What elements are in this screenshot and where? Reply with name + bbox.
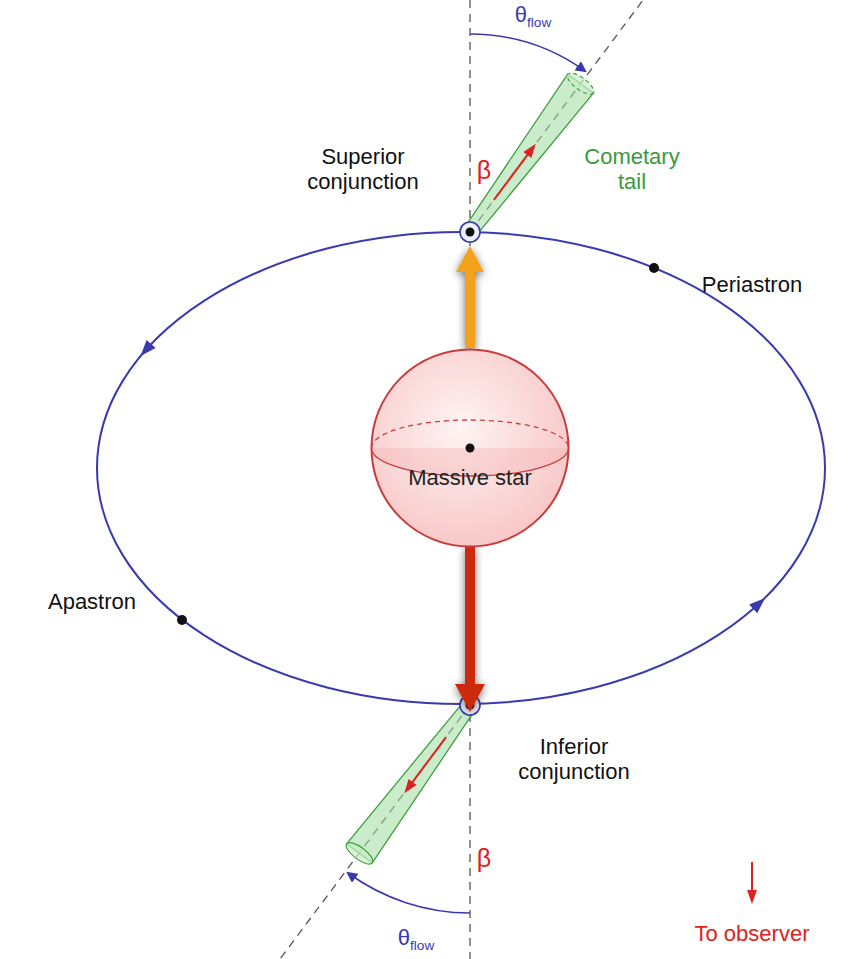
annotation-label: Cometary tail <box>577 145 687 194</box>
observer-arrow-head <box>747 890 757 904</box>
orbit-ellipse <box>97 232 825 704</box>
orbit-direction-arrow <box>141 340 156 356</box>
star-centre <box>466 444 475 453</box>
angle-arc <box>470 34 585 71</box>
photon-arrow <box>456 246 484 348</box>
cometary-tail <box>457 69 597 241</box>
star-circle: Massive star <box>370 348 570 548</box>
star-outline <box>372 350 569 547</box>
annotation-label: Superior conjunction <box>293 145 433 194</box>
annotation-label: β <box>472 844 496 872</box>
angle-label: θflow <box>493 3 573 30</box>
star-shape <box>370 348 570 548</box>
annotation-label: To observer <box>672 922 832 947</box>
annotation-label: Inferior conjunction <box>504 735 644 784</box>
photon-arrow <box>455 546 485 712</box>
observer-arrow <box>751 862 753 892</box>
orbit-direction-arrow <box>749 598 765 613</box>
annotation-label: β <box>472 156 496 184</box>
compact-object <box>460 222 480 242</box>
annotation-label: Periastron <box>687 273 817 298</box>
node-label: Massive star <box>408 466 532 490</box>
angle-arc <box>348 873 470 913</box>
apastron-dot <box>177 615 187 625</box>
annotation-label: Apastron <box>32 590 152 615</box>
cometary-tail <box>343 695 483 867</box>
angle-label: θflow <box>376 926 456 953</box>
periastron-dot <box>649 263 659 273</box>
compact-object-dot <box>466 228 475 237</box>
